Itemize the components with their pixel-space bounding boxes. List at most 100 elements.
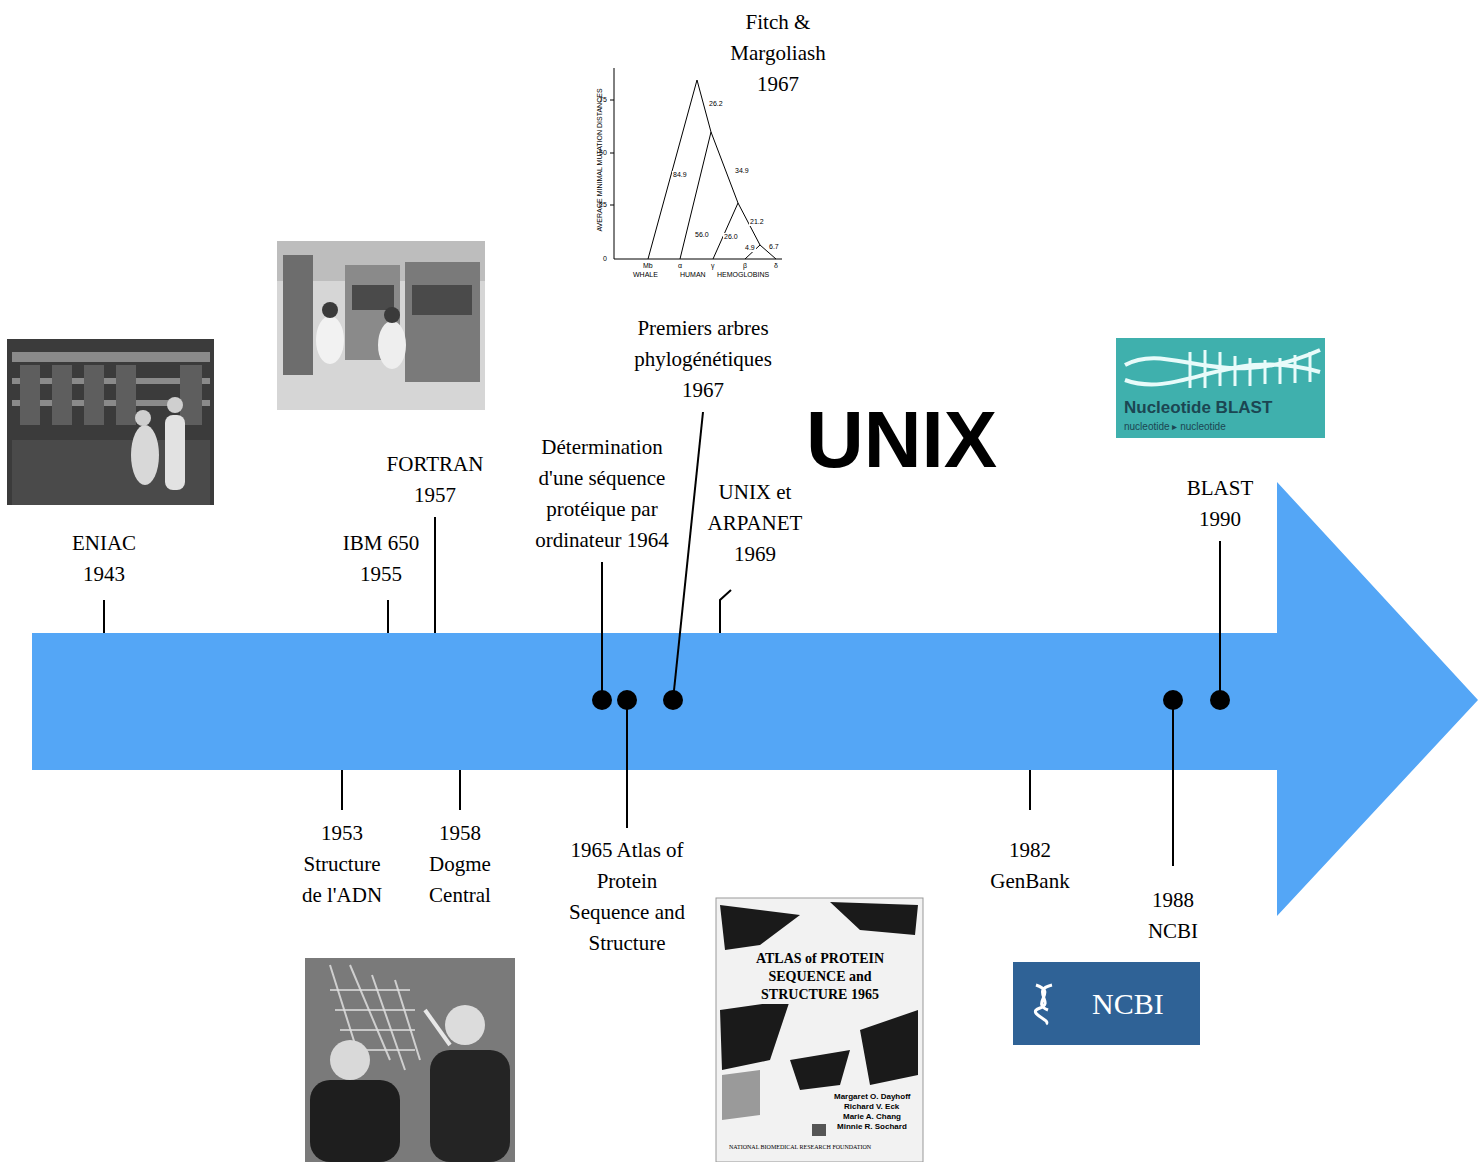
tick-lines — [104, 412, 1220, 866]
branch-length: 4.9 — [744, 244, 756, 252]
person — [445, 1005, 485, 1045]
leader-line — [626, 700, 628, 828]
author-name: Richard V. Eck — [843, 1102, 900, 1112]
ncbi-logo — [1013, 962, 1200, 1045]
leaf-label: β — [743, 262, 747, 270]
timeline-label: Premiers arbres phylogénétiques 1967 — [614, 313, 792, 406]
logo-ground — [1116, 338, 1325, 438]
timeline-label: UNIX et ARPANET 1969 — [697, 477, 813, 570]
branch-length: 26.0 — [723, 233, 739, 241]
tick — [720, 590, 731, 633]
leader-line — [673, 412, 703, 700]
author-name: Margaret O. Dayhoff — [833, 1092, 911, 1102]
leader-line — [601, 562, 603, 700]
axis-tick-label: 50 — [599, 149, 607, 157]
console — [352, 285, 394, 310]
timeline-label: Fitch & Margoliash 1967 — [713, 7, 843, 100]
timeline-dots — [592, 690, 1230, 710]
tree-branch — [713, 203, 760, 259]
tick — [103, 600, 105, 633]
logo-text: Nucleotide BLAST — [1124, 398, 1272, 418]
pointer — [425, 1010, 450, 1045]
person — [165, 415, 185, 490]
cabinet — [405, 262, 480, 382]
phylogenetic-tree — [610, 68, 782, 259]
logo-subtext: nucleotide ▸ nucleotide — [1124, 421, 1226, 433]
branch-length: 34.9 — [734, 167, 750, 175]
tick — [387, 600, 389, 633]
chart-axes — [614, 68, 782, 259]
timeline-label: FORTRAN 1957 — [375, 449, 495, 511]
group-label: HUMAN — [680, 271, 706, 279]
person — [131, 425, 159, 485]
person — [378, 321, 406, 369]
atlas-cover — [716, 898, 923, 1162]
axis-ticks — [610, 100, 614, 205]
tick — [1029, 770, 1031, 810]
dot — [663, 690, 683, 710]
axis-tick-label: 25 — [599, 201, 607, 209]
dot — [1163, 690, 1183, 710]
dot — [617, 690, 637, 710]
author-name: Minnie R. Sochard — [836, 1122, 908, 1132]
axis-tick-label: 0 — [603, 255, 607, 263]
leader-line — [1172, 700, 1174, 866]
timeline-label: IBM 650 1955 — [331, 528, 431, 590]
leaf-label: δ — [774, 262, 778, 270]
author-name: Marie A. Chang — [842, 1112, 902, 1122]
logo-text: NCBI — [1092, 987, 1164, 1021]
helix-icon — [1035, 985, 1052, 1024]
person — [384, 307, 400, 323]
branch-length: 21.2 — [749, 218, 765, 226]
timeline-label: 1988 NCBI — [1138, 885, 1208, 947]
photo-ground — [305, 958, 515, 1162]
person — [310, 1080, 400, 1162]
axis-tick-label: 75 — [599, 96, 607, 104]
cover-title: ATLAS of PROTEIN SEQUENCE and STRUCTURE … — [729, 950, 911, 1004]
console — [412, 285, 472, 315]
group-label: HEMOGLOBINS — [717, 271, 769, 279]
person — [316, 316, 344, 364]
leaf-label: γ — [711, 262, 715, 270]
timeline-label: ENIAC 1943 — [59, 528, 149, 590]
group-label: WHALE — [633, 271, 658, 279]
cover-shapes — [720, 902, 918, 1090]
logo-ground — [1013, 962, 1200, 1045]
branch-length: 84.9 — [672, 171, 688, 179]
tick — [459, 770, 461, 810]
timeline-label: 1982 GenBank — [985, 835, 1075, 897]
dna-rungs — [1190, 350, 1310, 388]
dna-model — [330, 990, 415, 1050]
photo-ground — [277, 241, 485, 410]
leader-line — [1219, 541, 1221, 700]
publisher-mark — [812, 1124, 826, 1136]
dna-helix — [1125, 350, 1320, 384]
axis-title: AVERAGE MINIMAL MUTATION DISTANCES — [596, 88, 604, 231]
dot — [1210, 690, 1230, 710]
dot — [592, 690, 612, 710]
publisher-name: NATIONAL BIOMEDICAL RESEARCH FOUNDATION — [728, 1143, 872, 1151]
unix-logo-text: UNIX — [806, 398, 997, 482]
person — [135, 410, 151, 426]
timeline-label: 1953 Structure de l'ADN — [296, 818, 388, 911]
branch-length: 6.7 — [768, 243, 780, 251]
eniac-photo — [7, 339, 214, 505]
tick — [434, 517, 436, 633]
cover-shapes — [722, 1070, 760, 1120]
timeline-label: Détermination d'une séquence protéique p… — [529, 432, 675, 556]
tree-branch — [680, 132, 738, 259]
person — [167, 397, 183, 413]
person — [330, 1040, 370, 1080]
cover-ground — [716, 898, 923, 1162]
dna-model-photo — [305, 958, 515, 1162]
blast-logo — [1116, 338, 1325, 438]
person — [430, 1050, 510, 1162]
timeline-label: BLAST 1990 — [1175, 473, 1265, 535]
branch-length: 26.2 — [708, 100, 724, 108]
ibm650-photo — [277, 241, 485, 410]
cabinet — [283, 255, 313, 375]
timeline-label: 1958 Dogme Central — [420, 818, 500, 911]
leaf-label: Mb — [643, 262, 653, 270]
branch-length: 56.0 — [694, 231, 710, 239]
